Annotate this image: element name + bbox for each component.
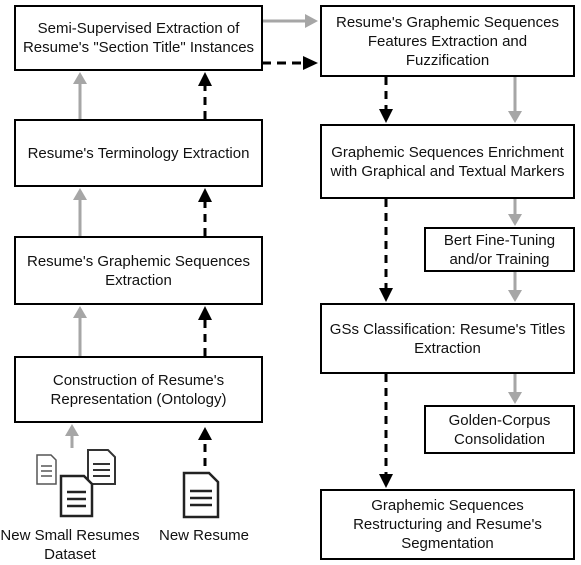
document-icon — [87, 449, 116, 485]
arrowhead-bert-to-classification — [508, 290, 522, 302]
box-ontology-construction: Construction of Resume's Representation … — [14, 356, 263, 423]
box-restructuring-segmentation: Graphemic Sequences Restructuring and Re… — [320, 489, 575, 560]
box-graphemic-sequences-extraction: Resume's Graphemic Sequences Extraction — [14, 236, 263, 305]
box-gss-classification: GSs Classification: Resume's Titles Extr… — [320, 303, 575, 374]
arrowhead-terminology-to-semi — [73, 72, 87, 84]
arrowhead-classification-to-golden — [508, 392, 522, 404]
dashed-head-ontology-to-graphemic — [198, 306, 212, 320]
label-new-resume: New Resume — [158, 527, 250, 544]
box-terminology-extraction: Resume's Terminology Extraction — [14, 119, 263, 187]
document-icon — [182, 471, 220, 519]
dashed-head-semi-to-features — [303, 56, 318, 70]
arrowhead-features-to-enrichment — [508, 111, 522, 123]
arrowhead-dataset-to-ontology — [65, 424, 79, 436]
box-bert-fine-tuning: Bert Fine-Tuning and/or Training — [424, 227, 575, 272]
document-icon — [36, 454, 57, 485]
document-icon — [59, 474, 94, 518]
arrowhead-graphemic-to-terminology — [73, 188, 87, 200]
dashed-head-enrichment-to-classification — [379, 288, 393, 302]
dashed-head-terminology-to-semi — [198, 72, 212, 86]
dashed-head-features-to-enrichment — [379, 109, 393, 123]
box-features-extraction: Resume's Graphemic Sequences Features Ex… — [320, 5, 575, 77]
box-semi-supervised-extraction: Semi-Supervised Extraction of Resume's "… — [14, 5, 263, 71]
arrowhead-semi-to-features — [305, 14, 318, 28]
arrowhead-ontology-to-graphemic — [73, 306, 87, 318]
box-enrichment: Graphemic Sequences Enrichment with Grap… — [320, 124, 575, 199]
dashed-head-classification-to-restructuring — [379, 474, 393, 488]
dashed-head-graphemic-to-terminology — [198, 188, 212, 202]
arrowhead-enrichment-to-bert — [508, 214, 522, 226]
label-new-small-resumes-dataset: New Small Resumes Dataset — [0, 527, 140, 563]
dashed-head-newresume-to-ontology — [198, 427, 212, 440]
box-golden-corpus: Golden-Corpus Consolidation — [424, 405, 575, 454]
